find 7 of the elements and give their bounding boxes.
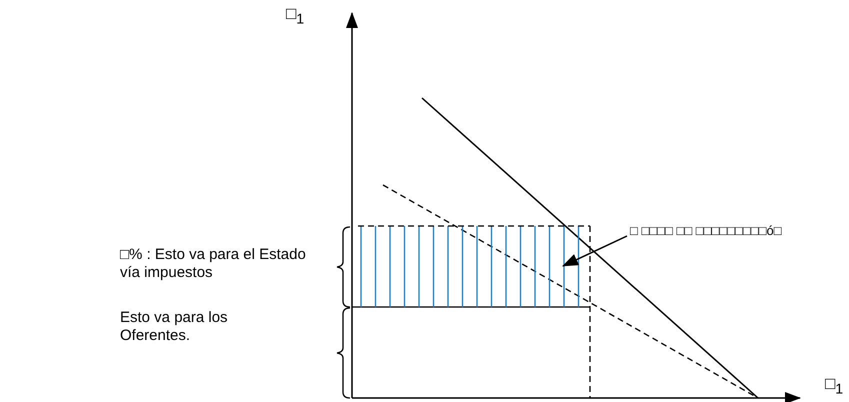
hatched-area	[358, 225, 590, 307]
annotation-text: □% : Esto va para el Estado vía impuestos	[120, 246, 307, 282]
annotation-text: Esto va para los Oferentes.	[120, 309, 229, 345]
annotation-text: □ □□□□ □□ □□□□□□□□□ó□	[630, 222, 782, 240]
arrow	[562, 235, 628, 267]
axis-label: □$_{1}$	[286, 5, 304, 28]
axis-label: □$_{1}$	[825, 375, 844, 398]
